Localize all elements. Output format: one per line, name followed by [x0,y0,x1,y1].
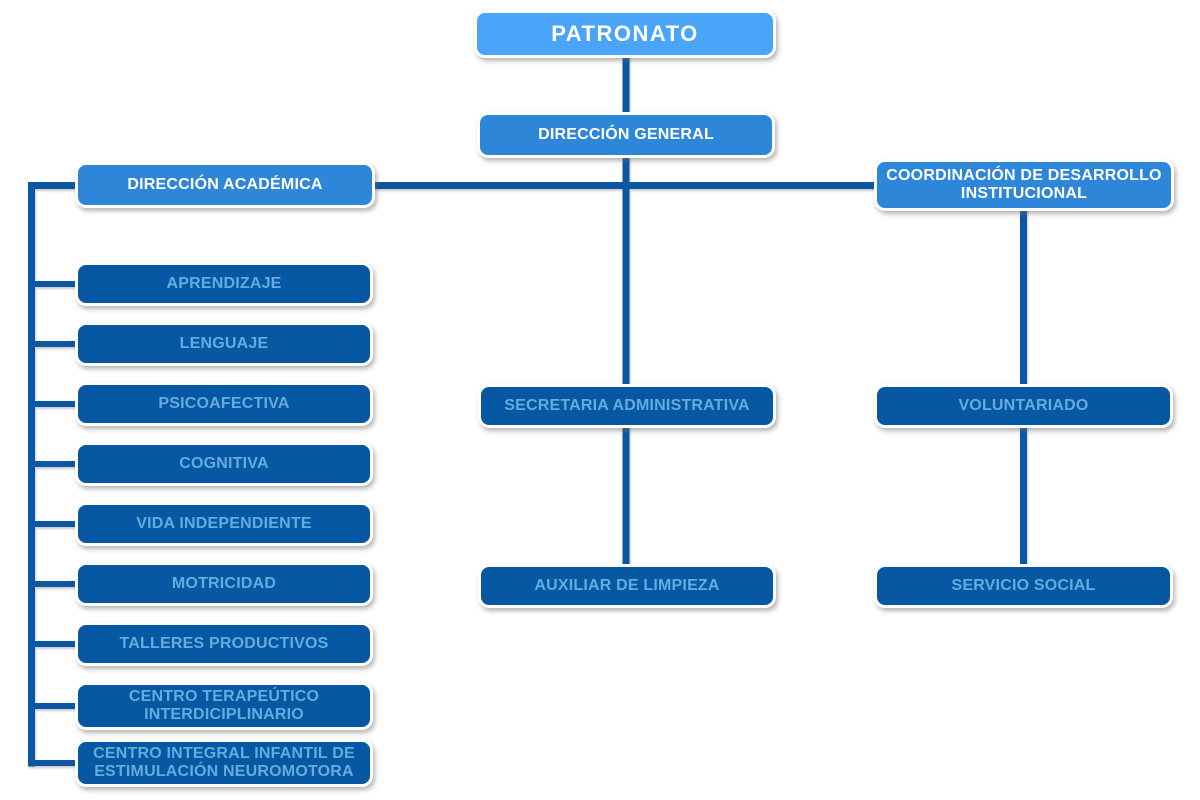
node-lenguaje: LENGUAJE [75,322,373,366]
node-centro-integral-infantil: CENTRO INTEGRAL INFANTIL DE ESTIMULACIÓN… [75,739,373,787]
node-psicoafectiva: PSICOAFECTIVA [75,382,373,426]
node-direccion-general: DIRECCIÓN GENERAL [477,112,775,158]
node-talleres-productivos: TALLERES PRODUCTIVOS [75,622,373,666]
node-vida-independiente: VIDA INDEPENDIENTE [75,502,373,546]
node-motricidad: MOTRICIDAD [75,562,373,606]
node-servicio-social: SERVICIO SOCIAL [874,564,1173,608]
node-auxiliar-de-limpieza: AUXILIAR DE LIMPIEZA [478,564,776,608]
node-voluntariado: VOLUNTARIADO [874,384,1173,428]
node-aprendizaje: APRENDIZAJE [75,262,373,306]
node-cognitiva: COGNITIVA [75,442,373,486]
node-centro-terapeutico-interdiciplinario: CENTRO TERAPEÚTICO INTERDICIPLINARIO [75,682,373,730]
node-patronato: PATRONATO [474,10,776,58]
node-direccion-academica: DIRECCIÓN ACADÉMICA [75,162,375,208]
node-secretaria-administrativa: SECRETARIA ADMINISTRATIVA [478,384,776,428]
node-coordinacion-desarrollo-institucional: COORDINACIÓN DE DESARROLLO INSTITUCIONAL [874,159,1174,211]
